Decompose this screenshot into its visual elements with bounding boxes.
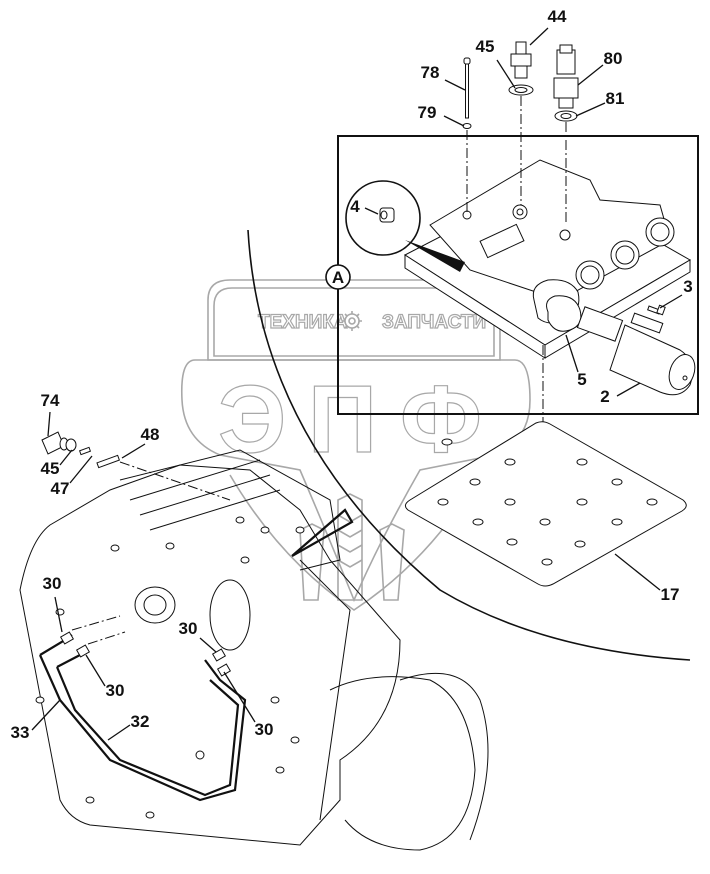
callout-label-81: 81 [606, 89, 625, 108]
leader-line-30c [199, 637, 217, 653]
leader-line-30d [223, 671, 256, 723]
plate-hole [576, 458, 588, 466]
plate-hole [437, 498, 449, 506]
plate-hole [472, 518, 484, 526]
housing-bolt-hole [290, 736, 300, 744]
plate-hole [646, 498, 658, 506]
housing-bolt-hole [235, 516, 245, 524]
callout-label-30b: 30 [106, 681, 125, 700]
callout-label-47: 47 [51, 479, 70, 498]
leader-line-4 [364, 207, 379, 215]
watermark: ТЕХНИКА ЗАПЧАСТИ Э П Ф [180, 279, 531, 611]
plate-hole [574, 540, 586, 548]
leader-line-79 [443, 115, 465, 127]
leader-line-2 [616, 382, 641, 397]
plate-hole [611, 478, 623, 486]
detail-marker-a: A [325, 264, 351, 290]
callout-label-74: 74 [41, 391, 60, 410]
plate-hole [539, 518, 551, 526]
housing-bolt-hole [240, 556, 250, 564]
callout-label-30d: 30 [255, 720, 274, 739]
watermark-text-right: ЗАПЧАСТИ [382, 312, 486, 333]
watermark-logo-e: Э [218, 366, 286, 473]
callout-label-44: 44 [548, 7, 567, 26]
leader-line-80 [577, 64, 604, 86]
leader-line-30b [85, 654, 106, 687]
housing-bolt-hole [145, 811, 155, 819]
callout-label-33: 33 [11, 723, 30, 742]
housing-bolt-hole [275, 766, 285, 774]
detail-pointer [291, 508, 354, 557]
housing-bolt-hole [260, 526, 270, 534]
detail-boundary-arc [247, 229, 691, 661]
leader-line-17 [614, 553, 661, 591]
leader-line-47 [69, 455, 93, 484]
housing-bolt-hole [295, 526, 305, 534]
plate-hole [506, 538, 518, 546]
watermark-logo-p: П [308, 366, 377, 473]
svg-text:A: A [332, 268, 344, 287]
bolt-78 [462, 57, 472, 215]
housing-bolt-hole [85, 796, 95, 804]
plate-hole [469, 478, 481, 486]
leader-line-3 [659, 294, 683, 309]
screw-3 [647, 304, 666, 316]
fitting-44 [508, 41, 534, 205]
valve-body [404, 159, 691, 359]
leader-line-33 [31, 699, 61, 731]
plug-4-detail [345, 180, 465, 272]
callout-label-30c: 30 [179, 619, 198, 638]
callout-label-45a: 45 [476, 37, 495, 56]
leader-line-81 [575, 102, 606, 117]
plate-hole [541, 558, 553, 566]
plate-hole [441, 438, 453, 446]
callout-label-2: 2 [600, 387, 609, 406]
plate-hole [504, 498, 516, 506]
leader-line-44 [529, 27, 549, 46]
callout-label-80: 80 [604, 49, 623, 68]
callout-label-45b: 45 [41, 459, 60, 478]
watermark-logo-f: Ф [400, 366, 482, 473]
callout-label-3: 3 [683, 277, 692, 296]
gasket-17-plate [404, 421, 687, 587]
callout-label-48: 48 [141, 425, 160, 444]
callout-label-79: 79 [418, 103, 437, 122]
plate-hole [504, 458, 516, 466]
leader-line-45b [59, 449, 73, 466]
leader-line-74 [47, 411, 51, 437]
leader-line-48 [121, 443, 146, 459]
leader-line-32 [107, 724, 131, 741]
plug-assembly-74 [41, 431, 231, 501]
plate-hole [611, 518, 623, 526]
leader-line-78 [444, 79, 466, 91]
fittings-30 [59, 631, 232, 677]
plate-hole [576, 498, 588, 506]
gear-icon [342, 311, 362, 331]
housing-bolt-hole [35, 696, 45, 704]
housing-bolt-hole [110, 544, 120, 552]
leader-line-5 [565, 334, 579, 373]
watermark-text-left: ТЕХНИКА [258, 312, 348, 333]
housing-bolt-hole [165, 542, 175, 550]
leader-line-30a [54, 596, 63, 633]
callout-label-5: 5 [577, 370, 586, 389]
housing-bolt-hole [270, 696, 280, 704]
pipes [38, 615, 247, 802]
sensor-80 [553, 44, 579, 225]
callout-label-17: 17 [661, 585, 680, 604]
callout-label-32: 32 [131, 712, 150, 731]
leader-line-45a [496, 59, 516, 89]
solenoid-2 [546, 295, 696, 396]
callout-label-30a: 30 [43, 574, 62, 593]
callout-label-4: 4 [350, 197, 360, 216]
transmission-housing [19, 449, 489, 851]
callout-label-78: 78 [421, 63, 440, 82]
